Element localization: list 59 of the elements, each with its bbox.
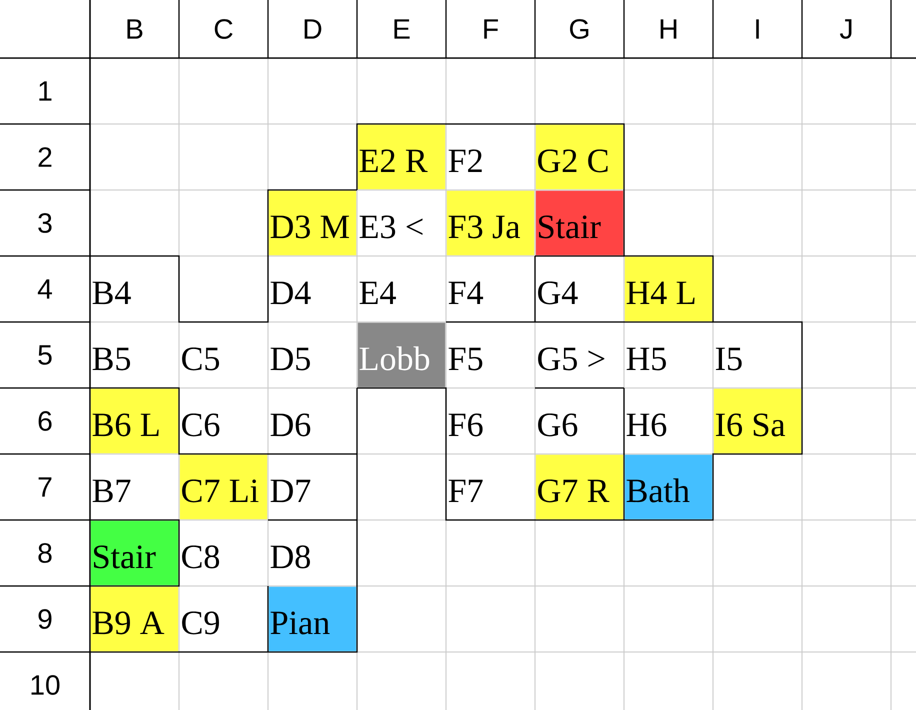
table-cell: D6 — [270, 414, 310, 436]
table-cell: G5 > — [538, 348, 604, 370]
table-cell: C8 — [182, 545, 220, 568]
table-cell: C9 — [182, 612, 219, 634]
column-header: C — [214, 19, 233, 39]
table-cell: F5 — [448, 348, 482, 370]
table-cell: E3 < — [360, 216, 422, 238]
table-cell: G7 R — [536, 454, 624, 520]
table-cell: D3 M — [268, 190, 356, 256]
table-cell: G6 — [538, 414, 578, 436]
table-cell: E4 — [360, 282, 396, 304]
row-header: 6 — [38, 411, 52, 431]
row-header: 2 — [38, 147, 52, 167]
column-header: B — [127, 19, 142, 39]
table-cell: F2 — [448, 150, 482, 172]
table-cell: D5 — [270, 348, 310, 370]
column-header: I — [756, 19, 759, 39]
row-header: 1 — [39, 81, 52, 101]
row-header: 5 — [38, 345, 52, 365]
table-cell: G2 C — [536, 124, 624, 190]
row-header: 9 — [38, 609, 52, 629]
table-cell: B7 — [92, 480, 130, 502]
table-cell: H6 — [626, 414, 666, 436]
table-cell: D4 — [270, 282, 311, 304]
table-cell: F6 — [448, 414, 483, 436]
table-cell: F3 Ja — [446, 190, 534, 256]
table-cell: Bath — [624, 454, 712, 520]
row-header: 3 — [38, 213, 52, 233]
table-cell: I6 Sa — [714, 388, 802, 454]
table-cell: Stair — [536, 190, 624, 256]
row-header: 4 — [38, 279, 52, 299]
table-cell: E2 R — [358, 124, 446, 190]
table-cell: Pian — [268, 586, 356, 652]
table-cell: B4 — [92, 282, 131, 304]
table-cell: C7 Li — [180, 454, 268, 520]
row-header: 7 — [38, 477, 52, 497]
table-cell: D7 — [270, 480, 310, 502]
table-cell: B6 L — [90, 388, 178, 454]
table-cell: C5 — [182, 348, 220, 370]
table-cell: F7 — [448, 480, 483, 502]
column-header: D — [304, 19, 322, 39]
table-cell: I5 — [716, 348, 742, 370]
table-cell: C6 — [182, 414, 220, 436]
column-header: H — [660, 19, 676, 39]
table-cell: B5 — [92, 348, 130, 370]
table-cell: B9 A — [90, 586, 178, 652]
column-header: J — [840, 19, 852, 39]
table-cell: F4 — [448, 282, 484, 304]
table-cell: Lobb — [358, 322, 446, 388]
table-cell: D8 — [270, 545, 310, 568]
table-cell: Stair — [90, 520, 178, 586]
column-header: E — [394, 19, 410, 39]
column-header: G — [570, 19, 588, 39]
table-cell: H5 — [626, 348, 666, 370]
table-cell: H4 L — [624, 256, 712, 322]
row-header: 8 — [38, 543, 52, 563]
column-header: F — [484, 19, 498, 39]
row-header: 10 — [32, 675, 60, 695]
table-cell: G4 — [538, 282, 578, 304]
